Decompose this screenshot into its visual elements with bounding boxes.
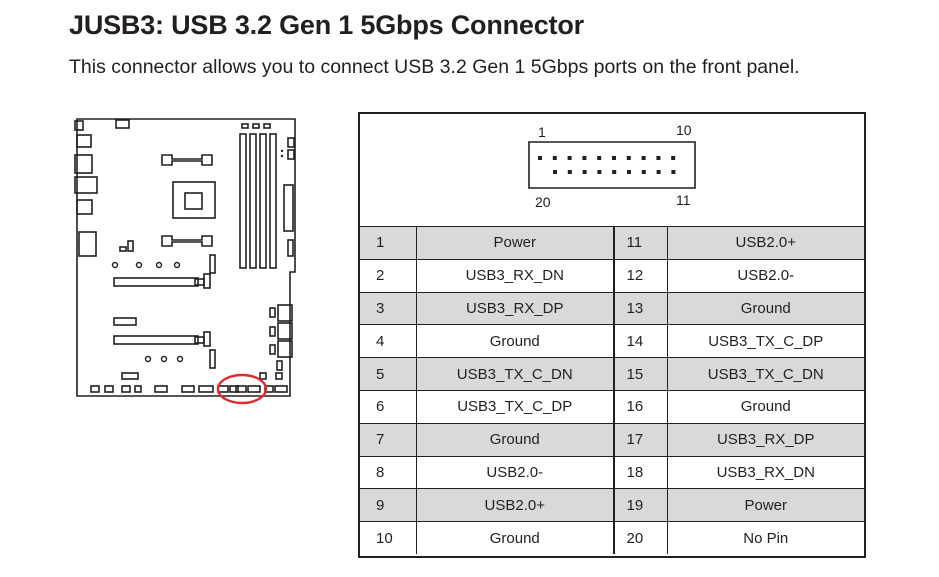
pin-dot bbox=[627, 170, 631, 174]
pin-dot bbox=[538, 156, 542, 160]
pin-dot bbox=[597, 170, 602, 174]
pin-dot bbox=[552, 156, 557, 160]
pin-signal: USB3_RX_DN bbox=[416, 258, 614, 293]
pin-signal: Ground bbox=[416, 521, 614, 554]
pin-signal: No Pin bbox=[667, 521, 864, 554]
pin-dot bbox=[612, 156, 616, 160]
pin-signal: Ground bbox=[416, 324, 614, 359]
pin-dot bbox=[671, 156, 676, 160]
pin-number: 13 bbox=[612, 291, 668, 326]
pin-number: 6 bbox=[360, 389, 417, 424]
pin-dot bbox=[656, 170, 661, 174]
connector-header-icon bbox=[528, 141, 696, 189]
pin-dot bbox=[641, 170, 646, 174]
pin-number: 11 bbox=[612, 227, 668, 260]
pin-signal: Power bbox=[416, 227, 614, 260]
pin-dot bbox=[612, 170, 617, 174]
pin-number: 17 bbox=[612, 422, 668, 457]
pin-label-11: 11 bbox=[676, 192, 691, 208]
pin-signal: USB2.0- bbox=[667, 258, 864, 293]
pin-signal: USB3_RX_DN bbox=[667, 455, 864, 490]
page-description: This connector allows you to connect USB… bbox=[69, 56, 800, 78]
pin-number: 16 bbox=[612, 389, 668, 424]
pin-number: 20 bbox=[612, 521, 668, 554]
pin-dot bbox=[567, 170, 572, 174]
pin-signal: USB3_TX_C_DN bbox=[667, 357, 864, 391]
pin-signal: USB3_TX_C_DP bbox=[416, 389, 614, 424]
pin-number: 8 bbox=[360, 455, 417, 490]
pin-number: 10 bbox=[360, 521, 417, 554]
pin-number: 7 bbox=[360, 422, 417, 457]
pin-number: 14 bbox=[612, 324, 668, 359]
pin-signal: USB2.0+ bbox=[416, 488, 614, 523]
pin-dot bbox=[567, 156, 572, 160]
pin-signal: USB3_TX_C_DN bbox=[416, 357, 614, 391]
board-outline bbox=[76, 118, 296, 397]
pin-number: 15 bbox=[612, 357, 668, 391]
pin-signal: USB2.0+ bbox=[667, 227, 864, 260]
pin-number: 12 bbox=[612, 258, 668, 293]
pin-signal: USB3_TX_C_DP bbox=[667, 324, 864, 359]
pin-label-10: 10 bbox=[676, 122, 692, 138]
pin-number: 4 bbox=[360, 324, 417, 359]
pin-number: 3 bbox=[360, 291, 417, 326]
pin-dot bbox=[597, 156, 602, 160]
pin-dot bbox=[626, 156, 631, 160]
pin-dot bbox=[671, 170, 676, 174]
pin-signal: USB3_RX_DP bbox=[416, 291, 614, 326]
page-title: JUSB3: USB 3.2 Gen 1 5Gbps Connector bbox=[69, 10, 584, 40]
pin-number: 18 bbox=[612, 455, 668, 490]
pin-dot bbox=[641, 156, 646, 160]
pin-dot bbox=[582, 170, 587, 174]
pin-number: 9 bbox=[360, 488, 417, 523]
jusb3-highlight-circle bbox=[216, 373, 268, 405]
pin-signal: Ground bbox=[667, 389, 864, 424]
pin-dot bbox=[553, 170, 557, 174]
pin-label-20: 20 bbox=[535, 194, 551, 210]
pin-dot bbox=[582, 156, 587, 160]
pin-number: 5 bbox=[360, 357, 417, 391]
pin-signal: Power bbox=[667, 488, 864, 523]
pin-signal: USB3_RX_DP bbox=[667, 422, 864, 457]
pin-dot bbox=[656, 156, 661, 160]
pin-label-1: 1 bbox=[538, 124, 546, 140]
pin-number: 19 bbox=[612, 488, 668, 523]
pin-signal: Ground bbox=[667, 291, 864, 326]
motherboard-layout-diagram bbox=[74, 118, 296, 405]
pin-number: 1 bbox=[360, 227, 417, 260]
connector-diagram: 1 10 20 11 bbox=[360, 114, 864, 227]
pin-signal: Ground bbox=[416, 422, 614, 457]
pin-number: 2 bbox=[360, 258, 417, 293]
pin-signal: USB2.0- bbox=[416, 455, 614, 490]
